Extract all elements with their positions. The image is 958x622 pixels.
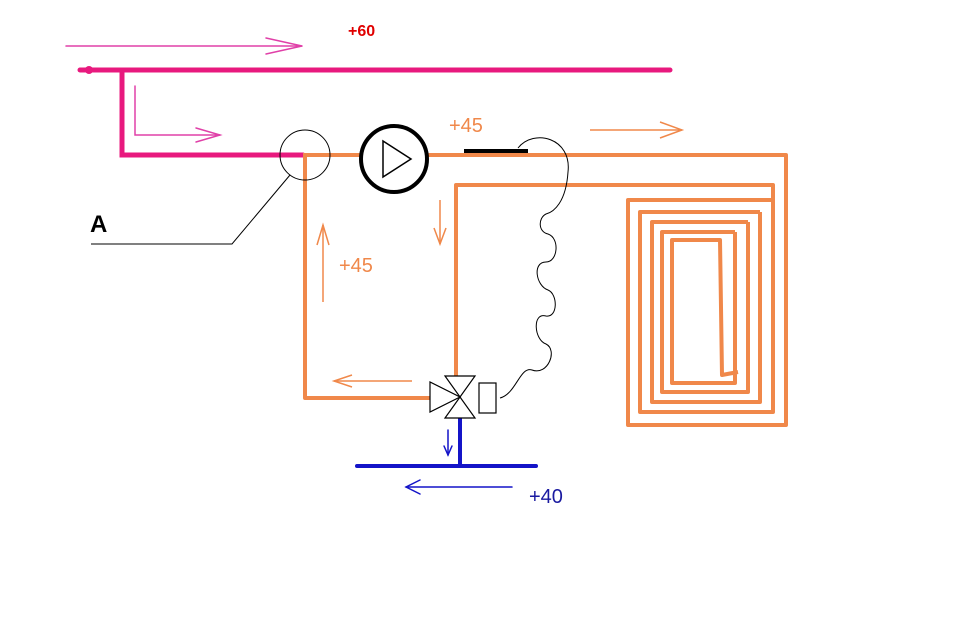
flow-arrows [316, 121, 685, 388]
valve-actuator-icon [478, 382, 497, 414]
mix-temp-top-label: +45 [449, 115, 483, 137]
supply-line [65, 37, 673, 158]
pump-icon [359, 124, 429, 194]
point-a-label: A [90, 211, 107, 238]
supply-temp-label: +60 [348, 23, 375, 40]
mixed-water-line [303, 153, 788, 427]
point-a-leader [91, 174, 291, 245]
mixing-point-circle [279, 129, 331, 181]
three-way-valve-icon [429, 375, 477, 419]
sensor-capillary [499, 137, 569, 399]
return-temp-label: +40 [529, 486, 563, 508]
return-line [355, 416, 538, 495]
mix-temp-left-label: +45 [339, 255, 373, 277]
